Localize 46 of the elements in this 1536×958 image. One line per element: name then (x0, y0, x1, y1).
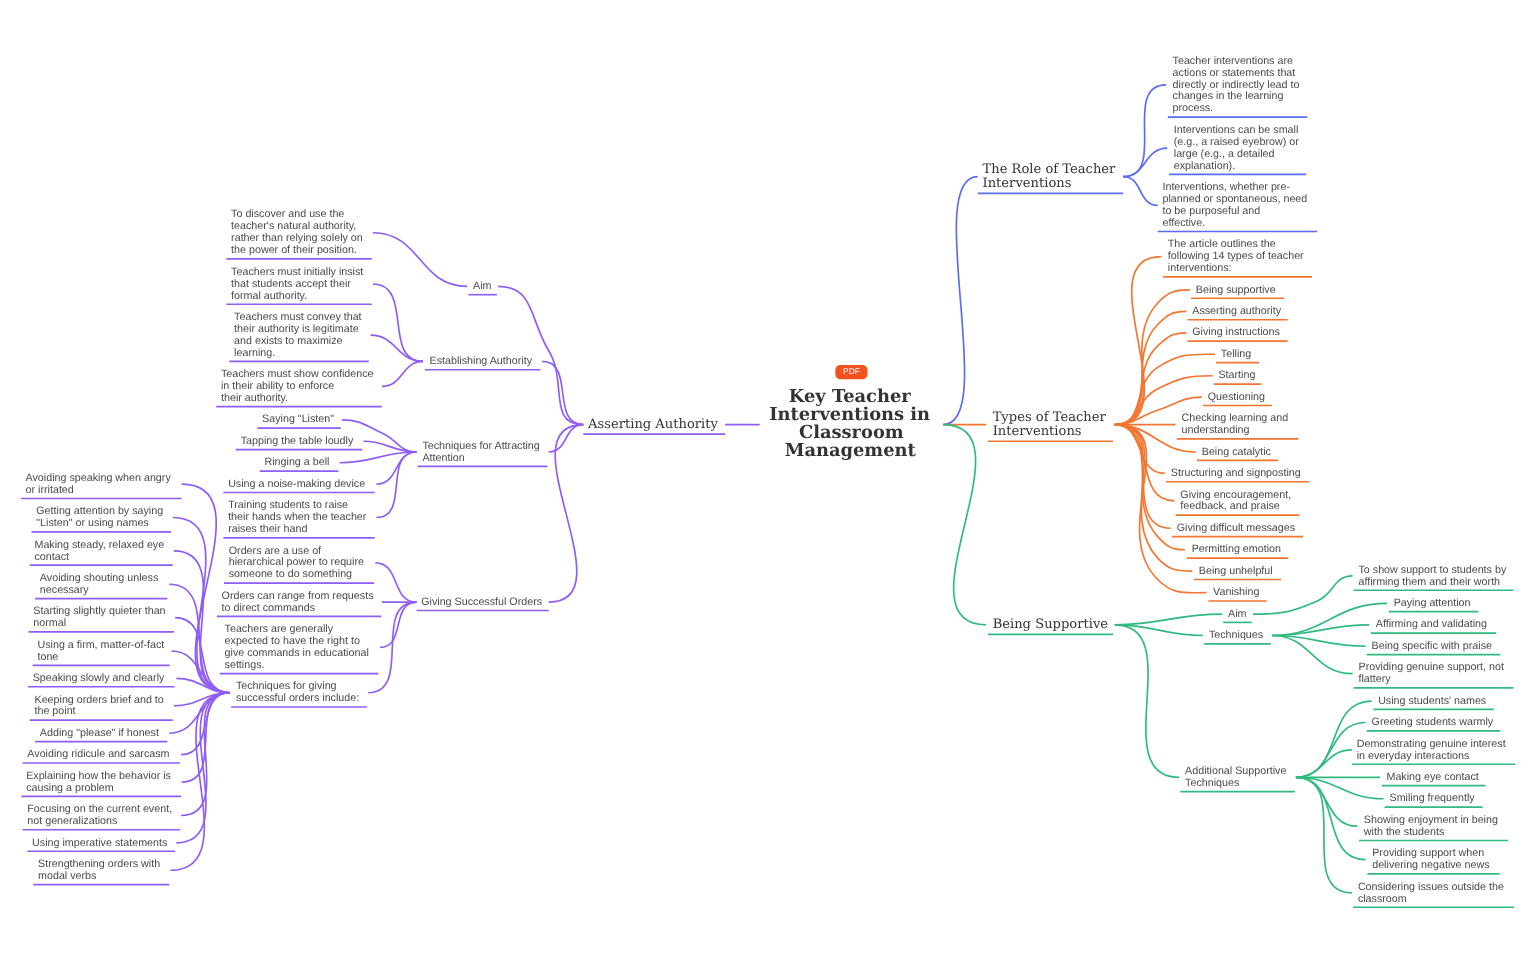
connector (1113, 309, 1188, 425)
connector (1113, 352, 1216, 425)
connector (942, 174, 979, 425)
connector (379, 600, 418, 648)
connector (381, 359, 424, 387)
connector (168, 582, 231, 693)
connector (372, 230, 468, 287)
connector (1271, 633, 1354, 674)
connector (1295, 748, 1353, 778)
connector (1295, 775, 1367, 860)
connector (1113, 331, 1188, 425)
connector (174, 615, 231, 693)
connector (171, 515, 231, 693)
connector (173, 549, 231, 693)
connector (338, 450, 418, 463)
connector (1122, 146, 1169, 177)
connector (374, 561, 418, 602)
connector (1295, 775, 1353, 893)
connector (724, 422, 761, 425)
connector (175, 676, 231, 693)
connector (547, 422, 585, 602)
connector (1252, 574, 1354, 614)
connector (375, 450, 418, 518)
connector (1122, 174, 1159, 206)
connector (1113, 395, 1203, 425)
connector (367, 600, 418, 693)
connector (1113, 422, 1208, 593)
connector (1122, 83, 1167, 177)
connector (169, 690, 231, 871)
connector (1295, 699, 1373, 778)
connector (381, 600, 418, 602)
connector (1295, 775, 1359, 827)
connector (1113, 622, 1180, 778)
connector (375, 450, 418, 484)
connector (1113, 373, 1214, 425)
connector (1295, 720, 1367, 778)
connector (1113, 422, 1194, 571)
connector (541, 359, 585, 425)
connector (1271, 601, 1388, 636)
connector (170, 649, 231, 693)
connector (497, 284, 585, 425)
node-text: Key Teacher Interventions in Classroom Management (769, 386, 931, 461)
connector (1113, 288, 1191, 425)
connector (1113, 422, 1172, 529)
connector (1113, 422, 1186, 550)
connector (369, 333, 424, 362)
